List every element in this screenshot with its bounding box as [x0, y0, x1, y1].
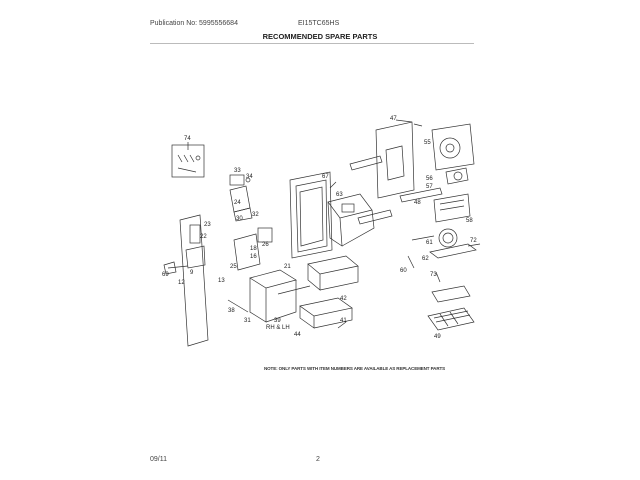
label-57: 57 [426, 184, 433, 190]
publication-number: Publication No: 5995556684 [150, 20, 238, 27]
label-67: 67 [322, 174, 329, 180]
page-number: 2 [316, 456, 320, 463]
label-72: 72 [470, 238, 477, 244]
part-69-handle [163, 261, 177, 275]
exploded-parts-diagram: 74 23 24 32 30 26 25 22 13 12 69 9 33 34… [162, 116, 481, 347]
page-title: RECOMMENDED SPARE PARTS [262, 32, 378, 41]
part-33-switch [229, 174, 251, 186]
label-69: 69 [162, 272, 169, 278]
label-61: 61 [426, 240, 433, 246]
label-42: 42 [340, 296, 347, 302]
label-9: 9 [190, 270, 194, 276]
part-48-tube [399, 187, 443, 203]
label-48: 48 [414, 200, 421, 206]
label-33: 33 [234, 168, 241, 174]
part-73-screw [435, 271, 441, 283]
part-24-bracket [229, 185, 253, 222]
label-58: 58 [466, 218, 473, 224]
label-24: 24 [234, 200, 241, 206]
part-38-rod [227, 299, 249, 313]
label-55: 55 [424, 140, 431, 146]
label-25: 25 [230, 264, 237, 270]
label-22: 22 [200, 234, 207, 240]
label-16: 16 [250, 254, 257, 260]
part-duct-lower [357, 209, 393, 225]
label-18: 18 [250, 246, 257, 252]
label-31: 31 [244, 318, 251, 324]
label-74: 74 [184, 136, 191, 142]
part-47-rear-panel [375, 121, 423, 199]
label-62: 62 [422, 256, 429, 262]
label-49: 49 [434, 334, 441, 340]
part-55-fan-motor [431, 123, 475, 185]
label-12: 12 [178, 280, 185, 286]
part-31-bin [249, 269, 297, 323]
part-61-compressor [411, 228, 481, 259]
label-21: 21 [284, 264, 291, 270]
label-41: 41 [340, 318, 347, 324]
header-divider [150, 43, 474, 44]
label-60: 60 [400, 268, 407, 274]
part-door-panel [167, 214, 209, 347]
label-38: 38 [228, 308, 235, 314]
part-58-evaporator [433, 193, 471, 223]
footer-date: 09/11 [150, 456, 167, 463]
label-39: 39 [274, 318, 281, 324]
label-44: 44 [294, 332, 301, 338]
part-60-screw [407, 255, 415, 269]
label-34: 34 [246, 174, 253, 180]
replacement-parts-note: NOTE: ONLY PARTS WITH ITEM NUMBERS ARE A… [264, 366, 446, 371]
label-26: 26 [262, 242, 269, 248]
label-73: 73 [430, 272, 437, 278]
label-23: 23 [204, 222, 211, 228]
part-25-control [233, 227, 273, 271]
part-41-screw [337, 321, 347, 329]
label-56: 56 [426, 176, 433, 182]
part-tray [431, 285, 471, 303]
label-32: 32 [252, 212, 259, 218]
part-39-slide [277, 285, 311, 295]
label-30: 30 [236, 216, 243, 222]
part-63-housing [327, 193, 375, 247]
label-13: 13 [218, 278, 225, 284]
model-number: EI15TC65HS [298, 20, 340, 27]
part-67-gasket [289, 171, 333, 259]
label-rh-lh: RH & LH [266, 325, 290, 331]
part-42-drawer-frame [307, 255, 359, 291]
label-63: 63 [336, 192, 343, 198]
part-duct [349, 155, 383, 171]
part-49-filter [427, 307, 475, 331]
label-47: 47 [390, 116, 397, 122]
part-44-drawer [299, 297, 353, 329]
